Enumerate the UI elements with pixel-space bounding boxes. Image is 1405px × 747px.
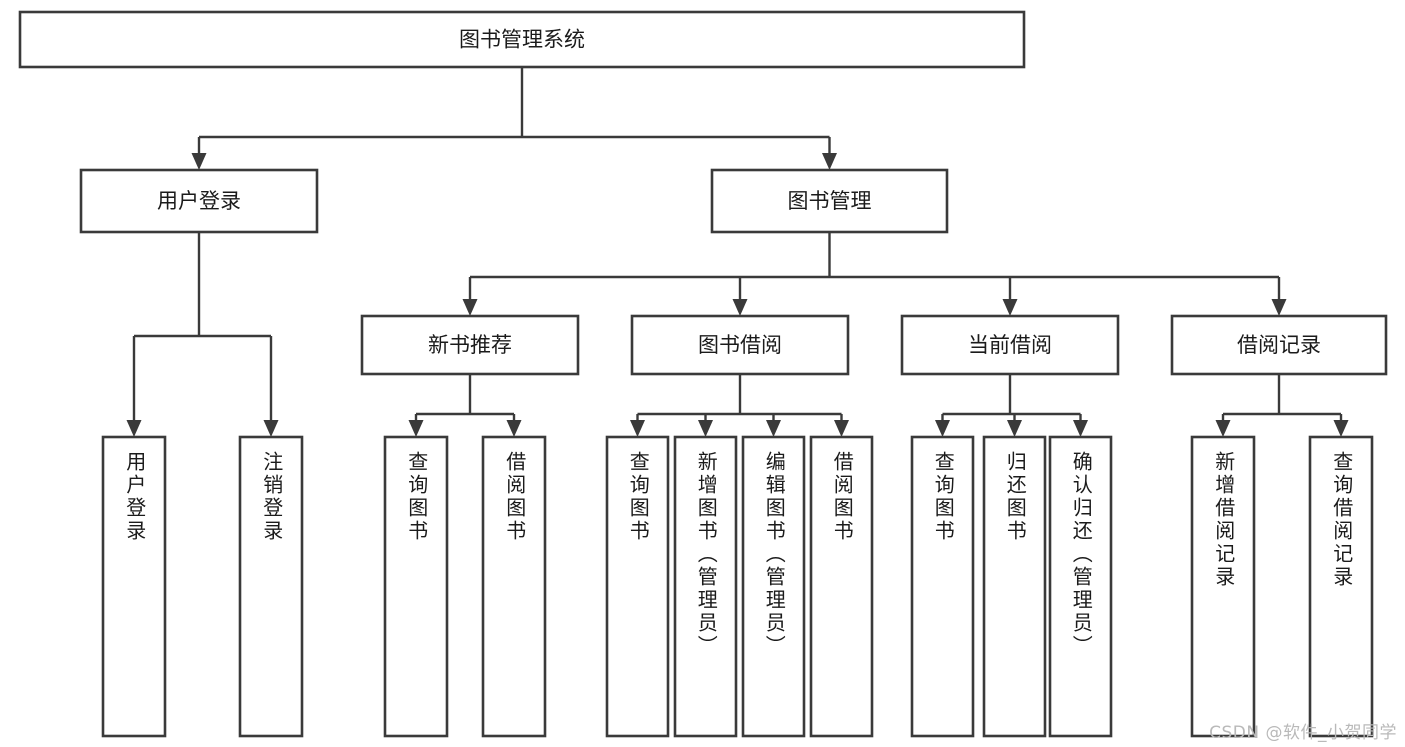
label-user-login: 用户登录 — [157, 189, 241, 213]
root-arrow-0 — [191, 153, 207, 170]
leaf-leaf-query-book-1[interactable] — [383, 435, 449, 738]
leaf-leaf-add-book-admin[interactable] — [673, 435, 738, 738]
node-root[interactable] — [18, 10, 1026, 69]
label-current-borrow: 当前借阅 — [968, 333, 1052, 357]
current-borrow-arrow-1 — [1007, 420, 1022, 437]
leaf-leaf-return-book[interactable] — [982, 435, 1047, 738]
connector-layer — [126, 67, 1349, 437]
label-borrow-record: 借阅记录 — [1237, 333, 1321, 357]
label-book-borrow: 图书借阅 — [698, 333, 782, 357]
book-management-arrow-3 — [1271, 299, 1287, 316]
book-borrow-arrow-0 — [630, 420, 645, 437]
label-root: 图书管理系统 — [459, 28, 585, 52]
node-current-borrow[interactable] — [900, 314, 1120, 376]
csdn-watermark: CSDN @软件_小贺同学 — [1209, 723, 1397, 743]
leaf-leaf-add-borrow-record[interactable] — [1190, 435, 1256, 738]
book-borrow-arrow-2 — [766, 420, 781, 437]
borrow-record-arrow-1 — [1333, 420, 1349, 437]
leaf-leaf-query-book-2[interactable] — [605, 435, 670, 738]
book-management-arrow-0 — [462, 299, 478, 316]
node-borrow-record[interactable] — [1170, 314, 1388, 376]
book-management-arrow-1 — [732, 299, 748, 316]
node-book-management[interactable] — [710, 168, 949, 234]
root-arrow-1 — [822, 153, 837, 170]
leaf-leaf-borrow-book-1[interactable] — [481, 435, 547, 738]
label-book-management: 图书管理 — [788, 189, 872, 213]
leaf-leaf-user-login[interactable] — [101, 435, 167, 738]
leaf-leaf-query-borrow-record[interactable] — [1308, 435, 1374, 738]
new-book-recommend-arrow-1 — [506, 420, 522, 437]
leaf-leaf-query-book-3[interactable] — [910, 435, 975, 738]
current-borrow-arrow-2 — [1073, 420, 1088, 437]
user-login-arrow-0 — [126, 420, 142, 437]
leaf-leaf-borrow-book-2[interactable] — [809, 435, 874, 738]
leaf-leaf-user-logout[interactable] — [238, 435, 304, 738]
label-new-book-recommend: 新书推荐 — [428, 333, 512, 357]
node-box-layer — [18, 10, 1388, 738]
book-management-arrow-2 — [1002, 299, 1018, 316]
current-borrow-arrow-0 — [935, 420, 950, 437]
book-borrow-arrow-1 — [698, 420, 713, 437]
node-user-login[interactable] — [79, 168, 319, 234]
leaf-leaf-edit-book-admin[interactable] — [741, 435, 806, 738]
node-book-borrow[interactable] — [630, 314, 850, 376]
user-login-arrow-1 — [263, 420, 279, 437]
book-borrow-arrow-3 — [834, 420, 849, 437]
new-book-recommend-arrow-0 — [408, 420, 424, 437]
borrow-record-arrow-0 — [1215, 420, 1231, 437]
node-new-book-recommend[interactable] — [360, 314, 580, 376]
leaf-leaf-confirm-return[interactable] — [1048, 435, 1113, 738]
